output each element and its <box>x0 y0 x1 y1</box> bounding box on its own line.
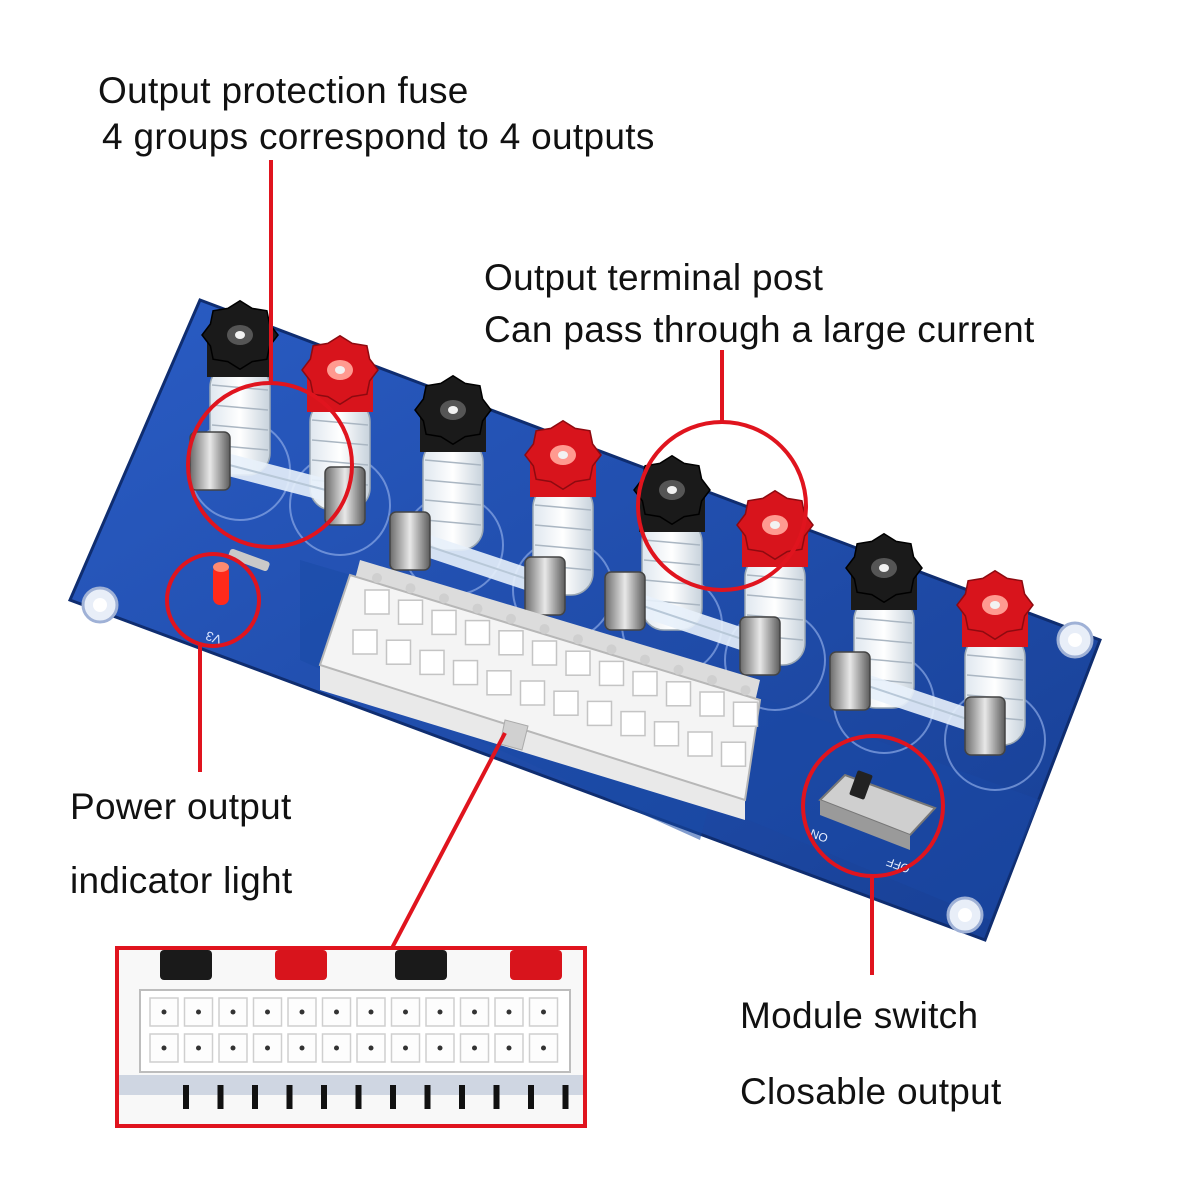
glass-fuse <box>604 571 781 676</box>
led-callout-circle <box>165 552 261 648</box>
black-terminal-post <box>402 374 504 596</box>
fuses <box>189 431 1006 756</box>
indicator-caption-line1: Power output <box>70 786 292 827</box>
switch-caption-line2: Closable output <box>740 1071 1002 1112</box>
black-terminal-post <box>833 532 935 754</box>
fuse-caption-line2: 4 groups correspond to 4 outputs <box>102 116 655 157</box>
glass-fuse <box>389 511 566 616</box>
fuse-caption-line1: Output protection fuse <box>98 70 469 111</box>
atx-connector <box>318 560 762 820</box>
connector-closeup-inset <box>115 946 587 1128</box>
indicator-caption-line2: indicator light <box>70 860 293 901</box>
terminal-caption: Output terminal post Can pass through a … <box>484 252 1035 356</box>
led-silkscreen-label: V3 <box>204 628 224 648</box>
terminal-caption-line1: Output terminal post <box>484 257 824 298</box>
terminal-caption-line2: Can pass through a large current <box>484 309 1035 350</box>
callout-markers <box>165 160 945 975</box>
indicator-caption: Power output indicator light <box>70 770 293 918</box>
indicator-led: V3 <box>204 548 270 648</box>
connector-callout-line <box>390 732 507 949</box>
switch-caption-line1: Module switch <box>740 995 979 1036</box>
switch-caption: Module switch Closable output <box>740 978 1002 1130</box>
glass-fuse <box>829 651 1006 756</box>
fuse-caption: Output protection fuse 4 groups correspo… <box>98 68 655 160</box>
